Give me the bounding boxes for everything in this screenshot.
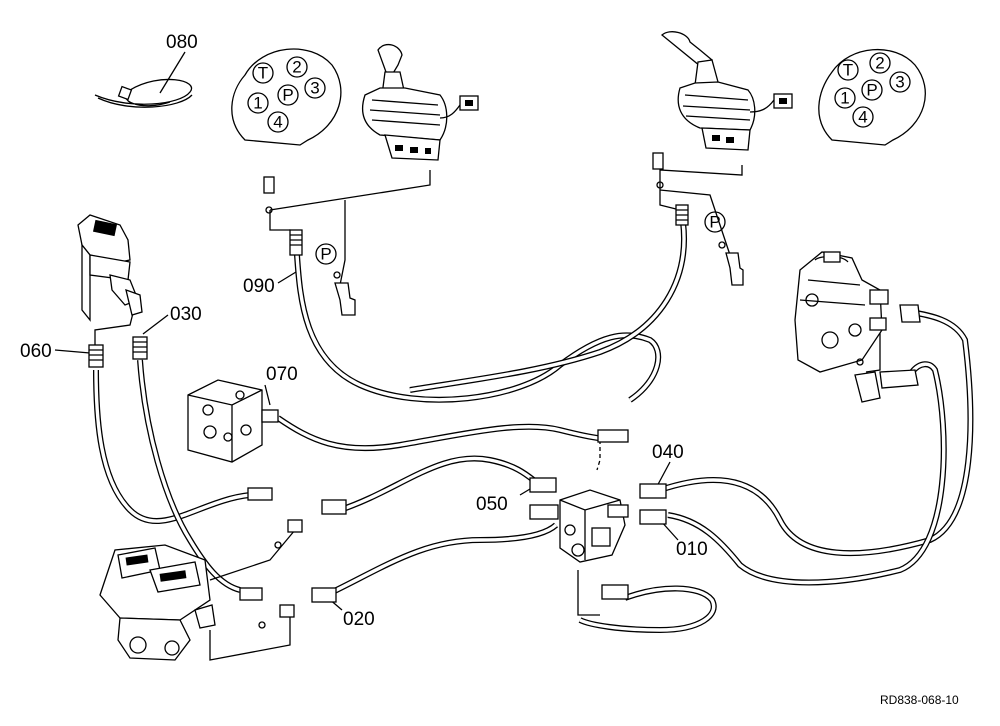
port-right-2: 2 xyxy=(875,54,884,73)
part-labels: 080 090 030 060 070 050 040 010 020 xyxy=(20,32,708,630)
port-diagram-left: T 2 3 P 1 4 xyxy=(231,48,342,146)
port-left-1: 1 xyxy=(253,94,262,113)
label-020: 020 xyxy=(343,609,375,630)
label-080: 080 xyxy=(166,32,198,53)
fitting-right-joystick: P xyxy=(652,152,744,286)
port-right-3: 3 xyxy=(895,73,904,92)
port-right-p: P xyxy=(866,81,877,100)
port-p-left: P xyxy=(320,245,331,264)
joystick-right-icon xyxy=(660,31,793,151)
port-right-4: 4 xyxy=(858,108,867,127)
port-left-3: 3 xyxy=(310,79,319,98)
diagram-reference: RD838-068-10 xyxy=(880,693,959,707)
pilot-valve-icon xyxy=(794,251,921,403)
leader-030 xyxy=(142,314,169,335)
control-valve-icon xyxy=(529,429,629,600)
cable-tie-icon xyxy=(94,78,193,108)
fittings-060-030 xyxy=(88,336,148,368)
port-left-t: T xyxy=(258,64,268,83)
port-left-4: 4 xyxy=(273,113,282,132)
label-010: 010 xyxy=(676,539,708,560)
port-left-p: P xyxy=(282,86,293,105)
label-060: 060 xyxy=(20,341,52,362)
hoses xyxy=(93,221,974,634)
leader-080 xyxy=(159,51,186,94)
label-090: 090 xyxy=(243,276,275,297)
port-left-2: 2 xyxy=(292,58,301,77)
port-right-t: T xyxy=(843,61,853,80)
leader-070 xyxy=(264,384,271,406)
port-diagram-right: T 2 3 P 1 4 xyxy=(818,48,926,146)
leader-090 xyxy=(277,271,297,284)
label-070: 070 xyxy=(266,364,298,385)
label-040: 040 xyxy=(652,442,684,463)
foot-pedal-valve-icon xyxy=(99,544,216,661)
lever-handle-icon xyxy=(77,214,143,322)
port-p-right: P xyxy=(709,213,720,232)
joystick-left-icon xyxy=(362,43,479,161)
label-050: 050 xyxy=(476,494,508,515)
manifold-block-icon xyxy=(187,379,279,463)
label-030: 030 xyxy=(170,304,202,325)
hose-connectors xyxy=(239,477,667,629)
fitting-left-joystick: P xyxy=(263,176,356,316)
port-right-1: 1 xyxy=(840,89,849,108)
leader-060 xyxy=(54,349,91,354)
